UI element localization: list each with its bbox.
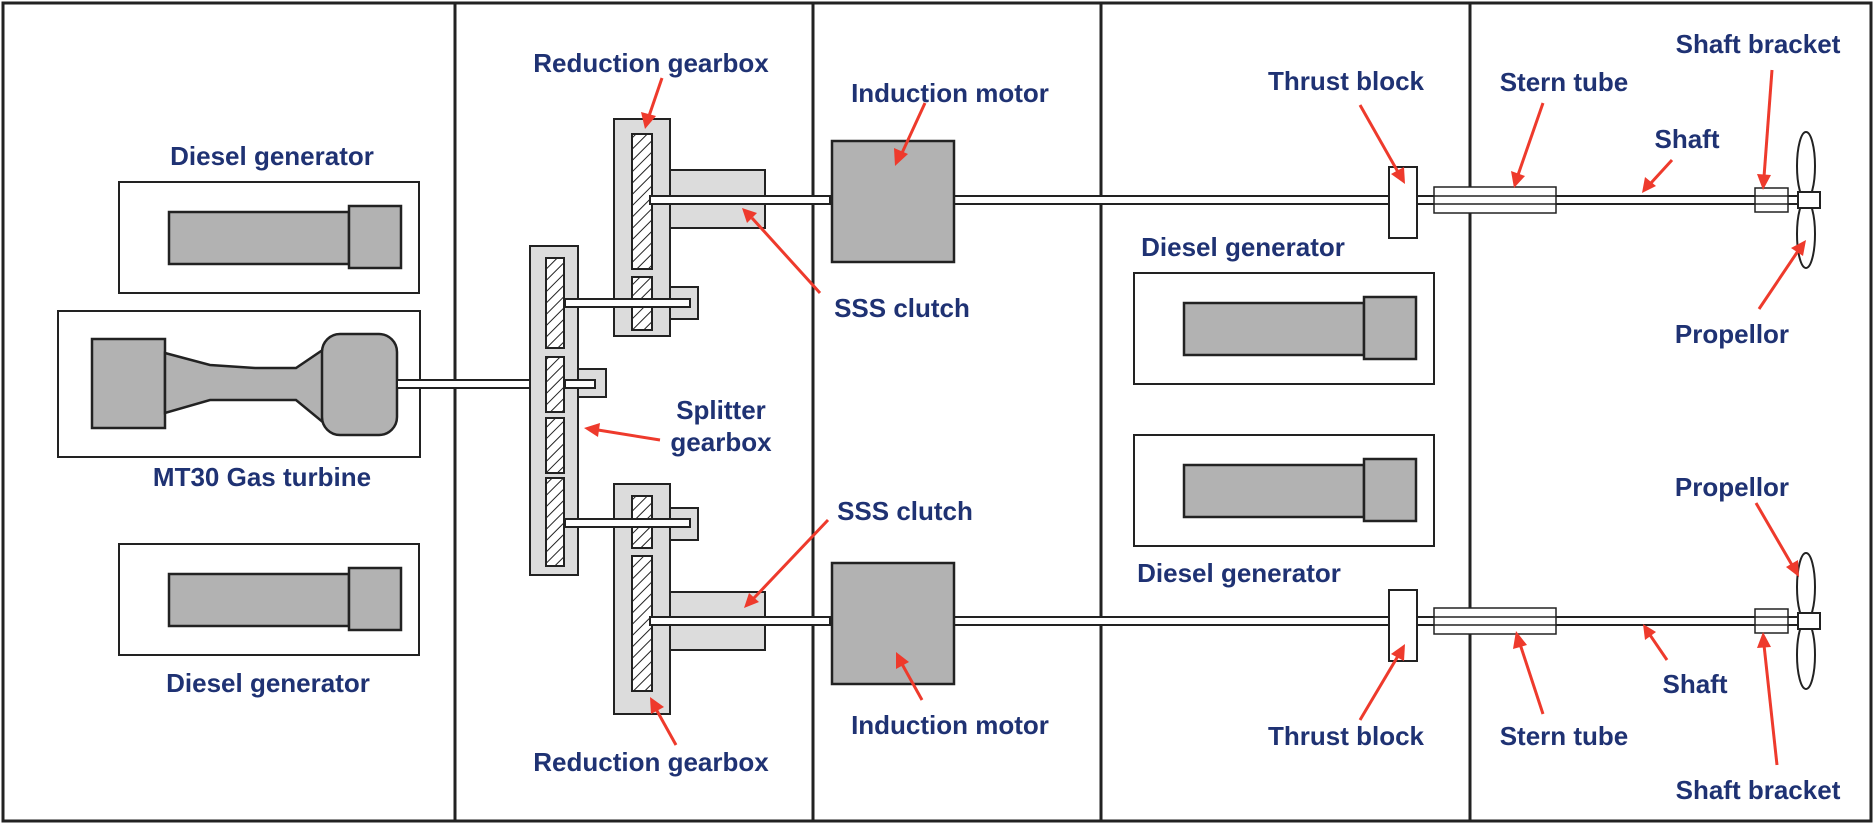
arrow-thrust-block-top bbox=[1358, 104, 1400, 173]
label-stern-tube-bottom: Stern tube bbox=[1500, 721, 1629, 751]
diesel-generator-1 bbox=[118, 181, 420, 294]
arrow-sss-clutch-bottom bbox=[752, 518, 830, 600]
label-shaft-bottom: Shaft bbox=[1663, 669, 1728, 699]
diesel-generator-3 bbox=[1133, 272, 1435, 385]
label-reduction-gearbox-top: Reduction gearbox bbox=[533, 48, 769, 78]
induction-motor-bottom bbox=[830, 561, 956, 686]
label-propellor-bottom: Propellor bbox=[1675, 472, 1789, 502]
mt30-gas-turbine bbox=[57, 310, 421, 458]
labels: Diesel generator MT30 Gas turbine Diesel… bbox=[153, 29, 1841, 805]
arrow-shaft-bracket-bottom bbox=[1762, 644, 1779, 766]
arrow-shaft-bottom bbox=[1648, 634, 1669, 661]
stern-tube-bottom bbox=[1433, 607, 1557, 635]
induction-motor-top bbox=[830, 139, 956, 264]
arrow-splitter-gearbox bbox=[597, 428, 661, 442]
label-diesel-generator-1: Diesel generator bbox=[170, 141, 374, 171]
stern-tube-top bbox=[1433, 186, 1557, 214]
shaft-bracket-bottom bbox=[1754, 608, 1789, 634]
reduction-gearbox-bottom bbox=[564, 483, 831, 715]
label-mt30-gas-turbine: MT30 Gas turbine bbox=[153, 462, 371, 492]
label-sss-clutch-bottom: SSS clutch bbox=[837, 496, 973, 526]
label-thrust-block-top: Thrust block bbox=[1268, 66, 1425, 96]
arrow-stern-tube-bottom bbox=[1518, 643, 1545, 715]
label-shaft-top: Shaft bbox=[1655, 124, 1720, 154]
label-induction-motor-top: Induction motor bbox=[851, 78, 1049, 108]
label-diesel-generator-4: Diesel generator bbox=[1137, 558, 1341, 588]
pointer-arrows bbox=[584, 69, 1806, 766]
label-splitter-line2: gearbox bbox=[670, 427, 772, 457]
arrow-propellor-top bbox=[1757, 250, 1800, 310]
arrow-shaft-bracket-top bbox=[1762, 69, 1774, 178]
label-splitter-line1: Splitter bbox=[676, 395, 766, 425]
label-shaft-bracket-top: Shaft bracket bbox=[1676, 29, 1841, 59]
arrow-induction-motor-top bbox=[900, 102, 927, 154]
arrow-shaft-top bbox=[1649, 158, 1674, 185]
main-shafts bbox=[396, 195, 1801, 626]
label-induction-motor-bottom: Induction motor bbox=[851, 710, 1049, 740]
propellor-bottom bbox=[1796, 552, 1821, 690]
arrow-stern-tube-top bbox=[1516, 102, 1545, 176]
diesel-generator-2 bbox=[118, 543, 420, 656]
label-diesel-generator-3: Diesel generator bbox=[1141, 232, 1345, 262]
arrow-sss-clutch-top bbox=[750, 216, 822, 295]
reduction-gearbox-top bbox=[564, 118, 831, 337]
label-reduction-gearbox-bottom: Reduction gearbox bbox=[533, 747, 769, 777]
diesel-generator-4 bbox=[1133, 434, 1435, 547]
arrow-reduction-gearbox-bottom bbox=[654, 708, 678, 746]
label-diesel-generator-2: Diesel generator bbox=[166, 668, 370, 698]
label-sss-clutch-top: SSS clutch bbox=[834, 293, 970, 323]
arrow-thrust-block-bottom bbox=[1358, 655, 1400, 721]
label-shaft-bracket-bottom: Shaft bracket bbox=[1676, 775, 1841, 805]
arrow-reduction-gearbox-top bbox=[647, 77, 664, 117]
label-propellor-top: Propellor bbox=[1675, 319, 1789, 349]
arrow-induction-motor-bottom bbox=[900, 663, 924, 701]
label-stern-tube-top: Stern tube bbox=[1500, 67, 1629, 97]
arrow-propellor-bottom bbox=[1754, 502, 1794, 566]
shaft-bracket-top bbox=[1754, 187, 1789, 213]
label-thrust-block-bottom: Thrust block bbox=[1268, 721, 1425, 751]
